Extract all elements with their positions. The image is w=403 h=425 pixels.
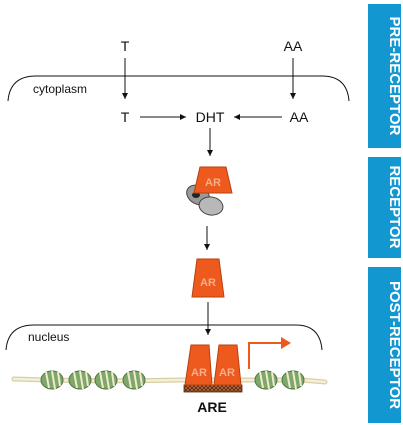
nucleosome <box>122 370 146 390</box>
label-aa-top: AA <box>284 38 303 54</box>
side-label-pre-receptor: PRE-RECEPTOR <box>386 17 403 136</box>
side-bar-post-receptor <box>368 267 401 423</box>
label-dht: DHT <box>196 109 225 125</box>
are-element <box>183 384 243 393</box>
label-t-mid: T <box>121 109 130 125</box>
ar-label-cytoplasm: AR <box>205 177 221 189</box>
ar-label-dimer-left: AR <box>191 367 207 379</box>
cytoplasm-membrane <box>7 75 350 102</box>
nucleosome <box>254 370 278 390</box>
side-label-post-receptor: POST-RECEPTOR <box>386 281 403 409</box>
side-bar-receptor <box>368 157 401 258</box>
label-cytoplasm: cytoplasm <box>33 82 87 96</box>
ar-receptor-dimer-left <box>184 344 213 386</box>
side-bar-pre-receptor <box>368 4 401 148</box>
side-label-receptor: RECEPTOR <box>386 165 403 248</box>
label-t-top: T <box>121 38 130 54</box>
nucleosome <box>281 370 305 390</box>
transcription-start-arrow <box>248 337 291 369</box>
label-aa-mid: AA <box>290 109 309 125</box>
ar-chaperone-complex: AR <box>186 166 233 216</box>
nucleosome <box>68 370 92 390</box>
ar-receptor-dimer-right <box>213 344 242 386</box>
nucleosome <box>40 370 64 390</box>
nucleus-membrane <box>5 324 323 351</box>
ar-receptor-free <box>191 258 225 298</box>
chaperone-shape-2 <box>198 196 224 216</box>
label-are: ARE <box>197 399 227 415</box>
label-nucleus: nucleus <box>28 330 69 344</box>
ar-receptor-cytoplasm <box>193 166 233 194</box>
ar-label-free: AR <box>200 277 216 289</box>
ar-label-dimer-right: AR <box>219 367 235 379</box>
nucleosome <box>94 370 118 390</box>
